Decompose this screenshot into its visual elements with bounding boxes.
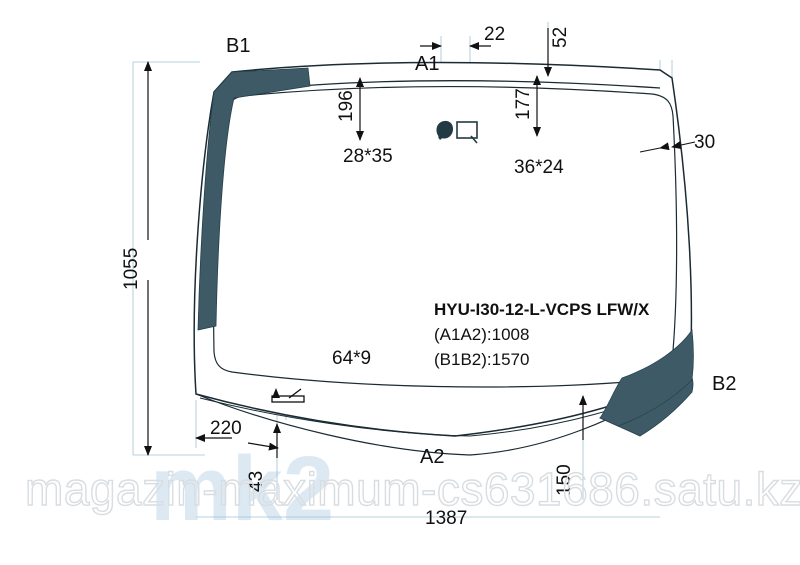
dim-right-edge-band-text: 30 xyxy=(694,132,715,153)
mirror-pad-icon xyxy=(436,120,453,140)
dim-bottom-left-drop: 43 xyxy=(246,423,281,492)
dim-bottom-right-drop: 150 xyxy=(554,395,587,496)
dim-overall-width-text: 1387 xyxy=(425,508,467,529)
dim-top-gap: 22 xyxy=(420,24,505,50)
corner-label-b2: B2 xyxy=(712,373,736,395)
dim-left-band-height-text: 196 xyxy=(336,90,357,122)
corner-patch-b2 xyxy=(599,329,694,427)
dim-bottom-left-offset: 220 xyxy=(195,418,279,451)
clip-bracket-icon xyxy=(271,388,305,403)
edge-label-a1: A1 xyxy=(415,53,439,75)
dim-top-right-offset-text: 52 xyxy=(550,27,571,48)
callout-sensor-bracket: 36*24 xyxy=(514,157,564,178)
part-code-label: HYU-I30-12-L-VCPS LFW/X xyxy=(434,300,650,319)
dim-top-gap-text: 22 xyxy=(484,24,505,45)
sensor-bracket-icon xyxy=(456,121,478,144)
callout-bottom-clip: 64*9 xyxy=(332,348,371,369)
dim-overall-height-text: 1055 xyxy=(121,248,142,290)
dim-right-band-height-text: 177 xyxy=(513,88,534,120)
dim-left-band-height: 196 xyxy=(336,77,364,141)
dim-overall-height: 1055 xyxy=(121,61,152,456)
callout-mirror-pad: 28*35 xyxy=(343,146,393,167)
dim-right-band-height: 177 xyxy=(513,75,541,137)
dim-right-edge-band: 30 xyxy=(639,132,715,153)
dim-bottom-left-drop-text: 43 xyxy=(246,471,267,492)
dim-top-right-offset: 52 xyxy=(544,27,571,77)
dim-bottom-right-drop-text: 150 xyxy=(554,464,575,496)
dim-bottom-left-offset-text: 220 xyxy=(210,418,242,439)
watermark-text: magazin-maximum-cs631686.satu.kz xyxy=(25,463,800,515)
corner-label-b1: B1 xyxy=(226,35,250,57)
dim-b1b2-label: (B1B2):1570 xyxy=(434,350,529,369)
edge-label-a2: A2 xyxy=(420,446,444,468)
dim-a1a2-label: (A1A2):1008 xyxy=(434,325,529,344)
corner-patch-b1 xyxy=(197,67,311,331)
